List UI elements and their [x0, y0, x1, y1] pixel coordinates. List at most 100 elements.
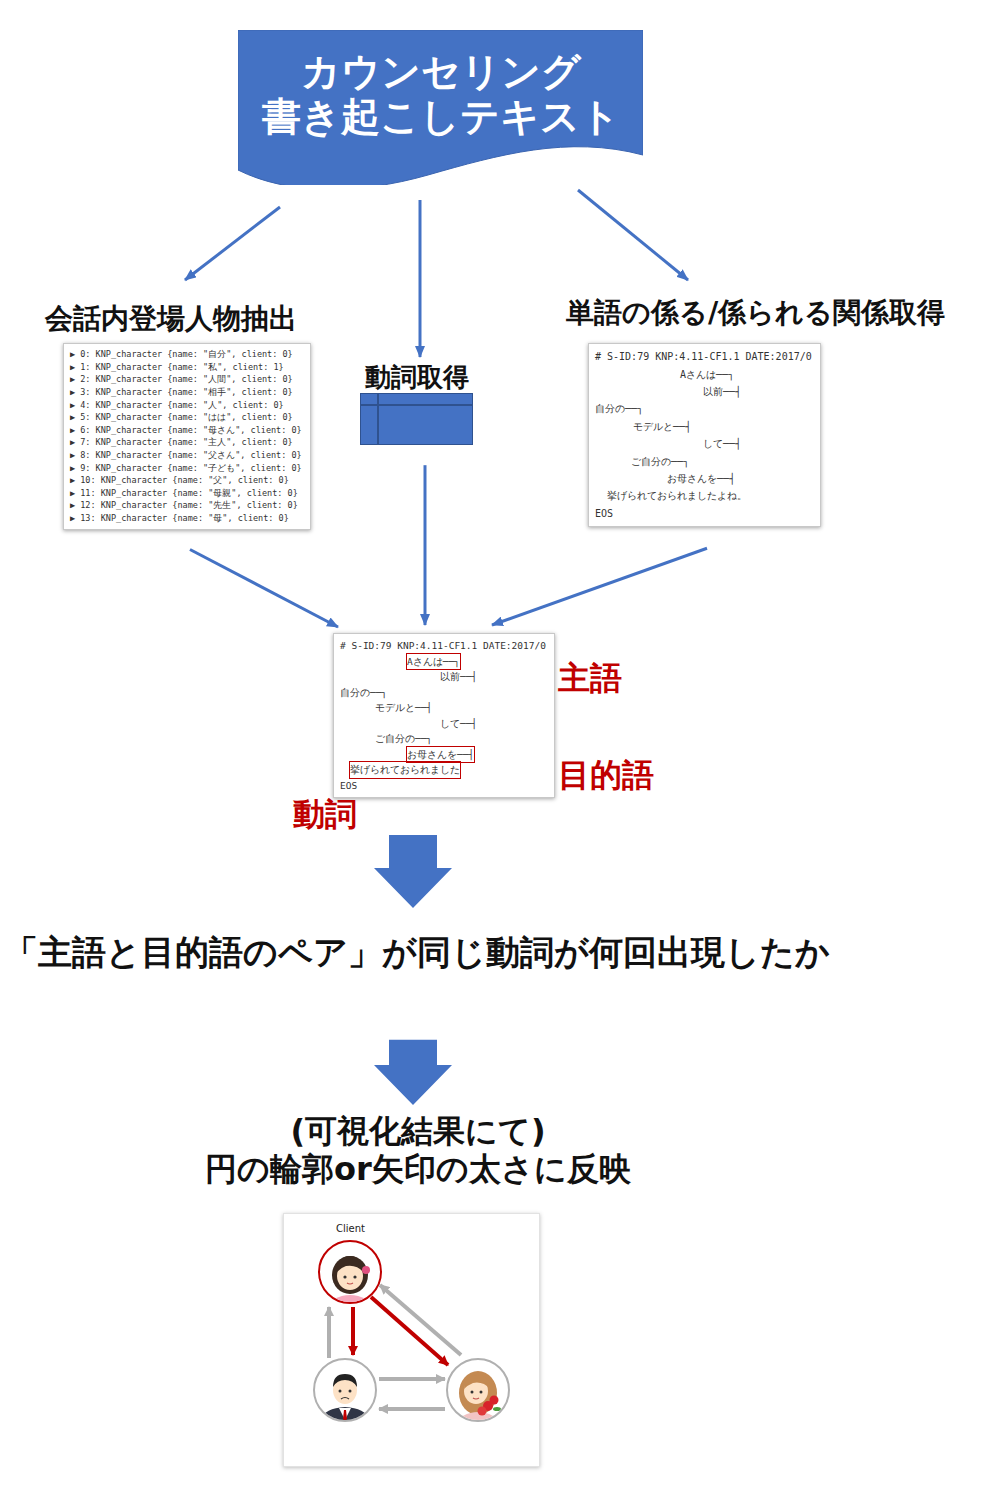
code-line: ▶ 7: KNP_character {name: "主人", client: … [70, 436, 293, 449]
code-line: 挙げられておられましたよね。 [607, 487, 747, 504]
suit [319, 1407, 371, 1425]
result-picture: Client [283, 1213, 540, 1467]
section-heading: 単語の係る/係られる関係取得 [566, 297, 945, 329]
eye [349, 1390, 352, 1393]
hair [333, 1374, 357, 1387]
person-circle [447, 1359, 509, 1421]
code-line: ▶ 11: KNP_character {name: "母親", client:… [70, 487, 298, 500]
flow-arrow [190, 550, 338, 628]
code-line: ご自分の──┐ [631, 453, 689, 470]
code-line: ▶ 5: KNP_character {name: "はは", client: … [70, 411, 293, 424]
code-line: ▶ 8: KNP_character {name: "父さん", client:… [70, 449, 302, 462]
code-line: ▶ 2: KNP_character {name: "人間", client: … [70, 373, 293, 386]
callout-label: 目的語 [558, 758, 654, 793]
code-line: ▶ 1: KNP_character {name: "私", client: 1… [70, 361, 284, 374]
flow-arrow [424, 465, 427, 625]
code-line: ▶ 10: KNP_character {name: "父", client: … [70, 474, 289, 487]
flow-arrow [578, 190, 688, 280]
banner-text: カウンセリング 書き起こしテキスト [238, 30, 643, 140]
flow-arrow [185, 207, 280, 280]
code-line: ▶ 0: KNP_character {name: "自分", client: … [70, 348, 293, 361]
eye [353, 1275, 356, 1278]
banner-outline [238, 30, 643, 185]
relation-arrow [371, 1297, 448, 1365]
document-banner: カウンセリング 書き起こしテキスト [238, 30, 643, 185]
relation-arrow [327, 1307, 331, 1358]
tie [343, 1410, 347, 1421]
man-figure [319, 1374, 371, 1425]
screenshot-panel: # S-ID:79 KNP:4.11-CF1.1 DATE:2017/0Aさんは… [333, 633, 555, 798]
step-text: 「主語と目的語のペア」が同じ動詞が何回出現したか [4, 932, 830, 973]
code-line: ▶ 12: KNP_character {name: "先生", client:… [70, 499, 298, 512]
flower [490, 1396, 499, 1405]
mouth [347, 1283, 353, 1284]
relation-arrow [380, 1285, 461, 1355]
leaf [493, 1407, 501, 1411]
person-circle [319, 1241, 381, 1303]
screenshot-panel: 単語の係る/係られる関係取得 # S-ID:79 KNP:4.11-CF1.1 D… [566, 297, 945, 527]
code-line: お母さんを──┤ [667, 470, 735, 487]
code-line: モデルと──┤ [633, 418, 691, 435]
section-heading: 動詞取得 [358, 362, 475, 393]
hair-bow [362, 1266, 370, 1274]
code-line: して──┤ [440, 716, 477, 732]
eye [471, 1391, 474, 1394]
flow-arrow [419, 200, 422, 357]
storage-symbol [360, 393, 473, 445]
code-panel: # S-ID:79 KNP:4.11-CF1.1 DATE:2017/0Aさんは… [333, 633, 555, 798]
result-illustration [283, 1213, 540, 1467]
mouth [473, 1398, 479, 1399]
block-arrow [374, 1040, 452, 1105]
person-label: Client [336, 1223, 365, 1235]
code-line: ▶ 9: KNP_character {name: "子ども", client:… [70, 462, 302, 475]
storage-box: 動詞取得 [358, 362, 475, 445]
code-line: ▶ 6: KNP_character {name: "母さん", client:… [70, 424, 302, 437]
code-panel: # S-ID:79 KNP:4.11-CF1.1 DATE:2017/0Aさんは… [588, 343, 821, 527]
code-line: # S-ID:79 KNP:4.11-CF1.1 DATE:2017/0 [340, 638, 546, 654]
relation-arrow [351, 1307, 355, 1355]
code-panel: ▶ 0: KNP_character {name: "自分", client: … [63, 343, 311, 529]
step-text: 「主語と目的語のペア」が同じ動詞が何回出現したか [4, 932, 830, 973]
screenshot-panel: 会話内登場人物抽出 ▶ 0: KNP_character {name: "自分",… [45, 303, 311, 530]
storage-line [361, 404, 472, 406]
client-figure [329, 1256, 371, 1321]
code-line: EOS [340, 778, 357, 794]
body [329, 1295, 371, 1321]
bangs [336, 1256, 364, 1273]
step-text: (可視化結果にて) 円の輪郭or矢印の太さに反映 [118, 1112, 718, 1189]
flow-arrow [492, 548, 707, 625]
callout-label: 主語 [558, 661, 622, 696]
hair [332, 1256, 368, 1294]
woman-figure [458, 1371, 501, 1436]
code-line: ▶ 3: KNP_character {name: "相手", client: … [70, 386, 293, 399]
code-line: EOS [595, 505, 613, 522]
relation-arrow [379, 1377, 445, 1381]
callout-label: 動詞 [293, 797, 357, 832]
code-line: モデルと──┤ [375, 700, 432, 716]
code-line: ▶ 13: KNP_character {name: "母", client: … [70, 512, 289, 525]
relation-arrow [379, 1407, 445, 1411]
section-heading: 会話内登場人物抽出 [45, 303, 311, 335]
code-line: ▶ 4: KNP_character {name: "人", client: 0… [70, 399, 284, 412]
code-line: お母さんを──┤ [407, 747, 474, 763]
code-line: ご自分の──┐ [375, 731, 432, 747]
code-line: # S-ID:79 KNP:4.11-CF1.1 DATE:2017/0 [595, 348, 812, 365]
code-line: 以前──┤ [440, 669, 477, 685]
eye [480, 1391, 483, 1394]
code-line: 自分の──┐ [340, 685, 387, 701]
eye [343, 1275, 346, 1278]
mouth [341, 1398, 349, 1400]
hair [459, 1371, 497, 1415]
code-line: Aさんは──┐ [680, 366, 734, 383]
storage-line [377, 394, 379, 444]
bangs [464, 1375, 490, 1389]
shirt [339, 1408, 351, 1420]
body [458, 1412, 498, 1436]
code-line: して──┤ [703, 435, 741, 452]
eye [339, 1390, 342, 1393]
code-line: 自分の──┐ [595, 400, 643, 417]
step-text: (可視化結果にて) 円の輪郭or矢印の太さに反映 [118, 1112, 718, 1189]
block-arrow [374, 835, 452, 908]
code-line: 挙げられておられました [350, 762, 460, 778]
